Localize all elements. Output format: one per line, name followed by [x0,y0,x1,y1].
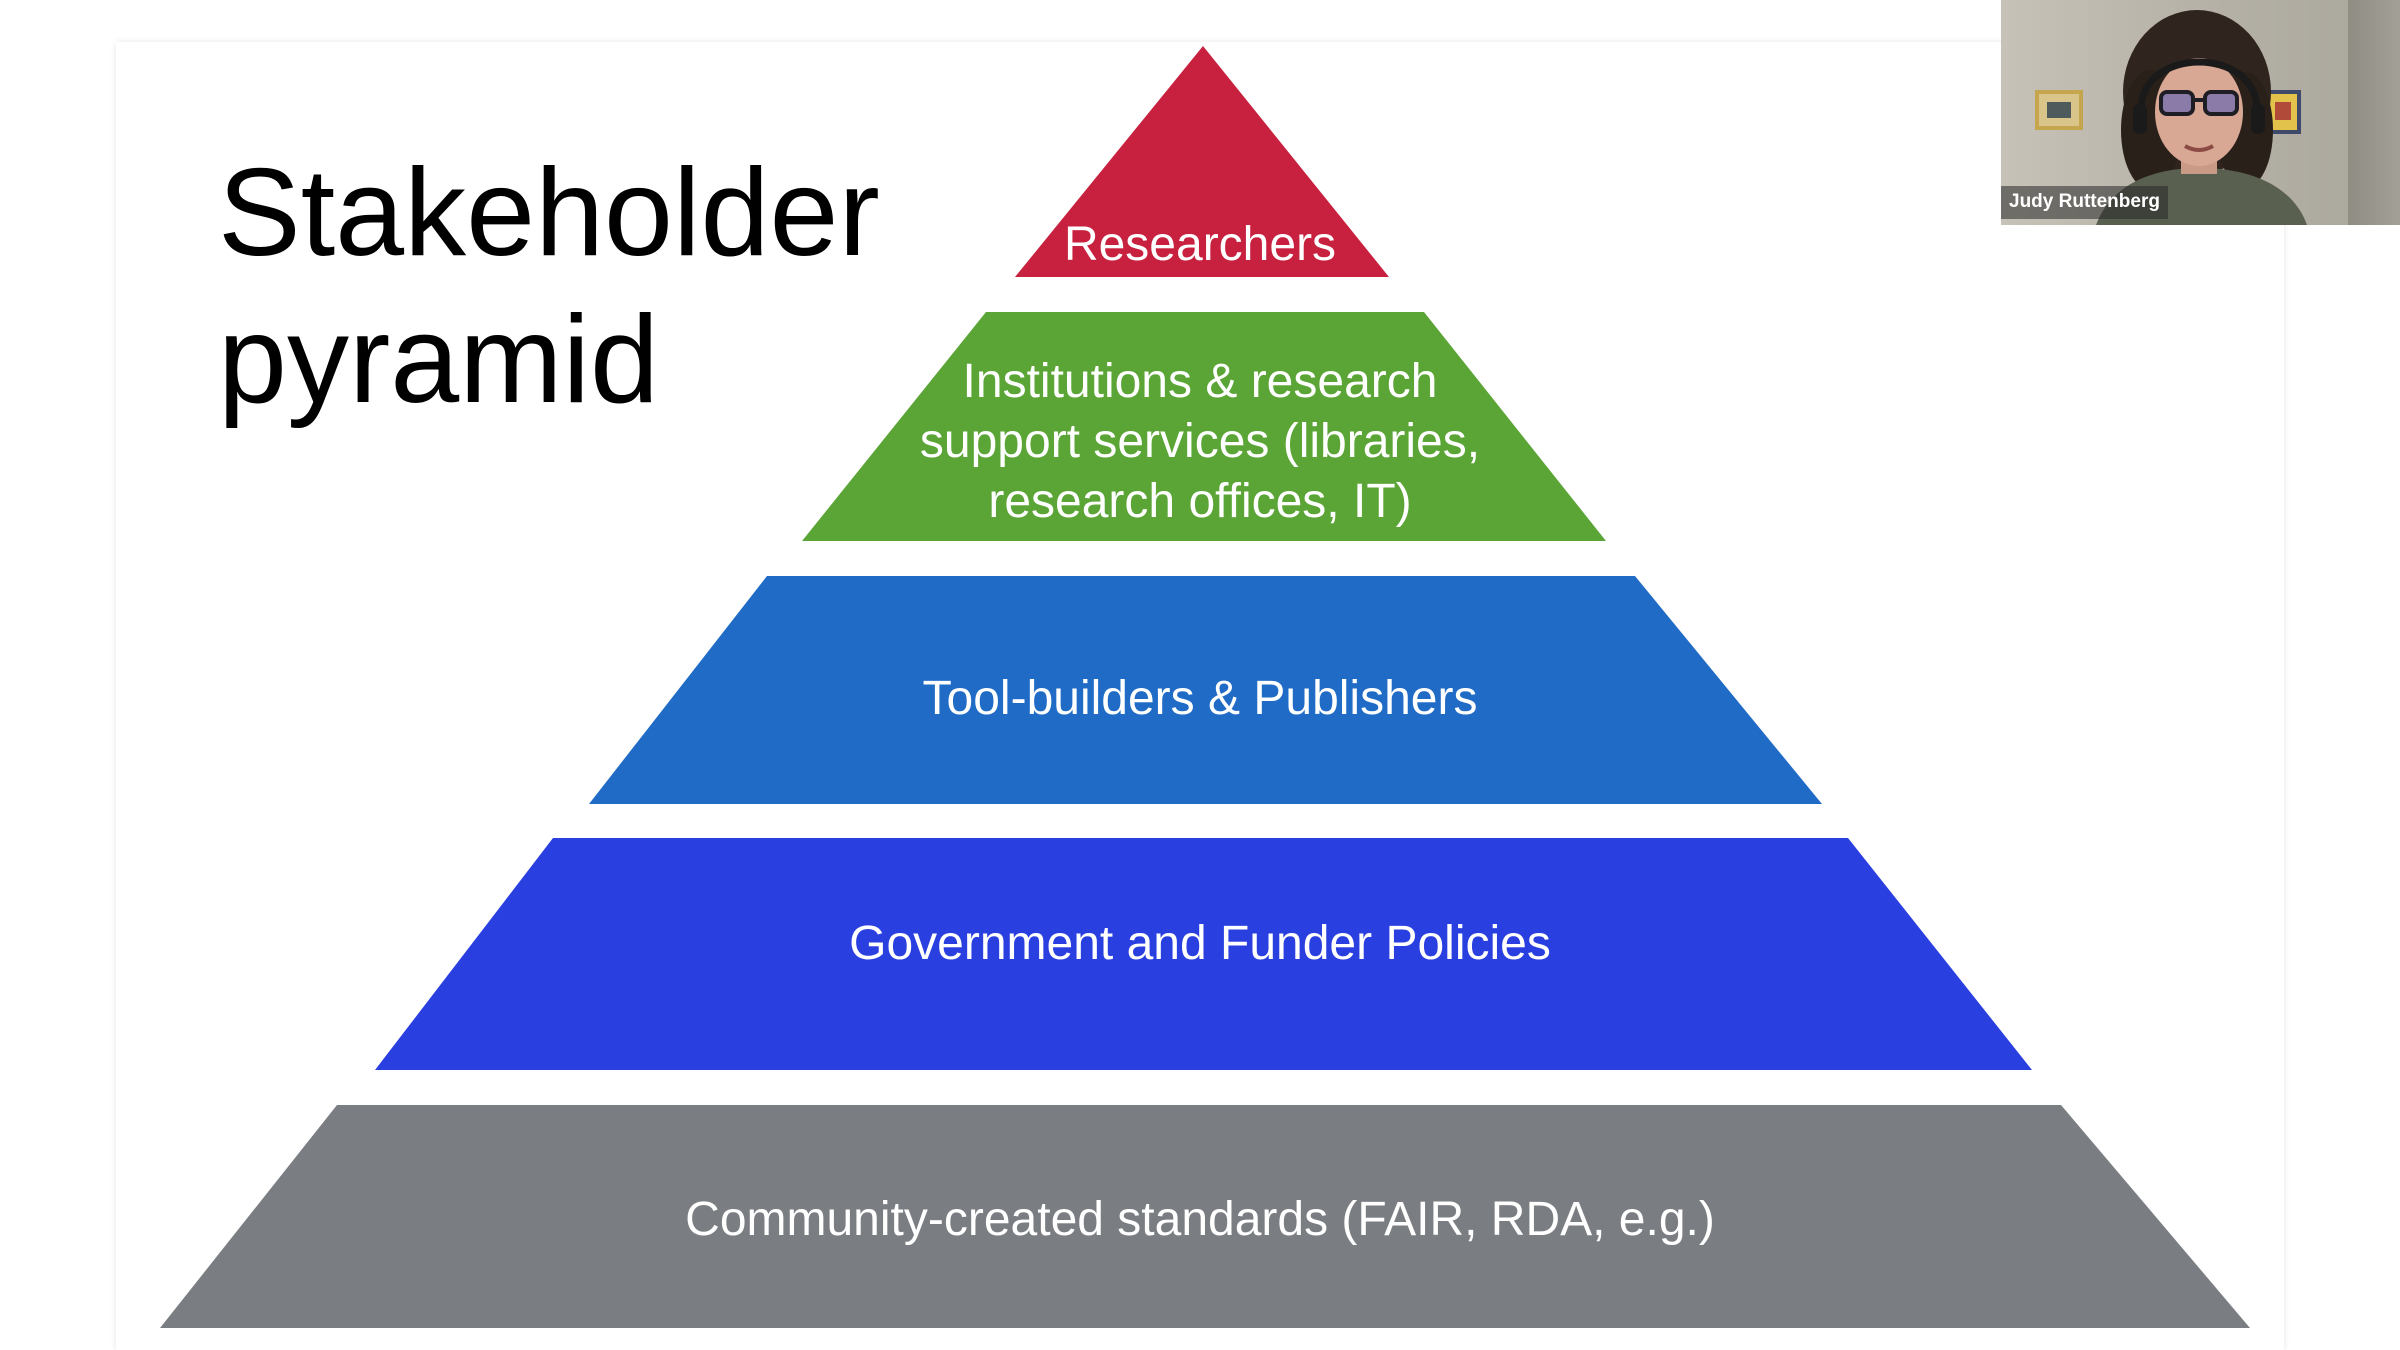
tier-label-institutions-line-3: research offices, IT) [988,475,1411,528]
pyramid-tier-government: Government and Funder Policies [375,838,2032,1070]
participant-name-label: Judy Ruttenberg [2001,186,2168,219]
slide-title-line-2: pyramid [218,291,660,429]
tier-shape-government [375,838,2032,1070]
video-background-door [2348,0,2400,225]
pyramid-tier-tool-builders: Tool-builders & Publishers [589,576,1822,804]
pyramid-tier-researchers: Researchers [1015,46,1389,277]
tier-label-community: Community-created standards (FAIR, RDA, … [685,1193,1715,1246]
wall-picture-left [2035,90,2083,130]
slide-title-line-1: Stakeholder [218,144,880,282]
tier-label-tool-builders: Tool-builders & Publishers [923,672,1478,725]
tier-label-researchers: Researchers [1064,218,1336,271]
tier-label-government: Government and Funder Policies [849,917,1551,970]
pyramid-tier-institutions: Institutions & research support services… [802,312,1606,541]
pyramid-tier-community: Community-created standards (FAIR, RDA, … [160,1105,2250,1328]
tier-shape-researchers [1015,46,1389,277]
slide-title: Stakeholder pyramid [218,140,880,434]
tier-label-institutions-line-1: Institutions & research [963,355,1438,408]
tier-label-institutions-line-2: support services (libraries, [920,415,1480,468]
tier-shape-community [160,1105,2250,1328]
participant-video-tile[interactable]: Judy Ruttenberg [2001,0,2400,225]
tier-shape-institutions [802,312,1606,541]
participant-avatar [2096,10,2307,225]
tier-shape-tool-builders [589,576,1822,804]
